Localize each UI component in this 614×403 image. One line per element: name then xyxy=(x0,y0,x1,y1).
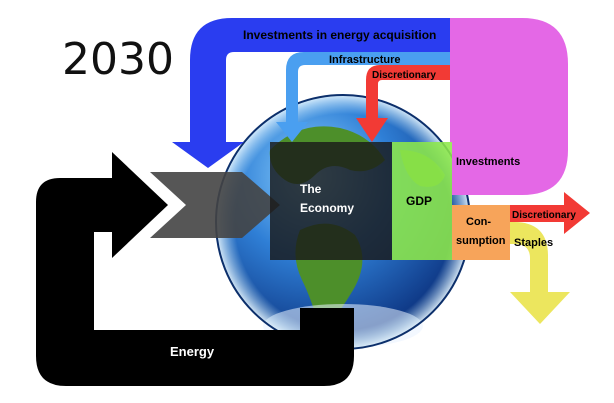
energy-label: Energy xyxy=(170,344,215,359)
economy-box xyxy=(270,142,392,260)
infrastructure-arrow xyxy=(276,52,450,142)
gdp-label: GDP xyxy=(406,194,432,208)
investments-energy-label: Investments in energy acquisition xyxy=(243,28,436,42)
staples-arrow xyxy=(510,222,570,324)
infrastructure-label: Infrastructure xyxy=(329,54,401,66)
energy-investment-arrow xyxy=(172,18,450,168)
gdp-box xyxy=(392,142,452,260)
year-label: 2030 xyxy=(62,34,174,85)
economy-label-line1: The xyxy=(300,182,322,196)
economy-label-line2: Economy xyxy=(300,201,354,215)
investments-band xyxy=(450,18,568,195)
discretionary-investment-arrow xyxy=(356,65,450,142)
discretionary-right-label: Discretionary xyxy=(512,210,576,221)
energy-input-chevron xyxy=(150,172,280,238)
energy-loop-arrow xyxy=(36,152,354,386)
staples-label: Staples xyxy=(514,237,553,249)
consumption-label-line2: sumption xyxy=(456,235,506,247)
investments-label: Investments xyxy=(456,156,520,168)
consumption-label-line1: Con- xyxy=(466,216,491,228)
discretionary-top-label: Discretionary xyxy=(372,70,436,81)
consumption-box xyxy=(452,205,510,260)
discretionary-consumption-arrow xyxy=(510,192,590,234)
